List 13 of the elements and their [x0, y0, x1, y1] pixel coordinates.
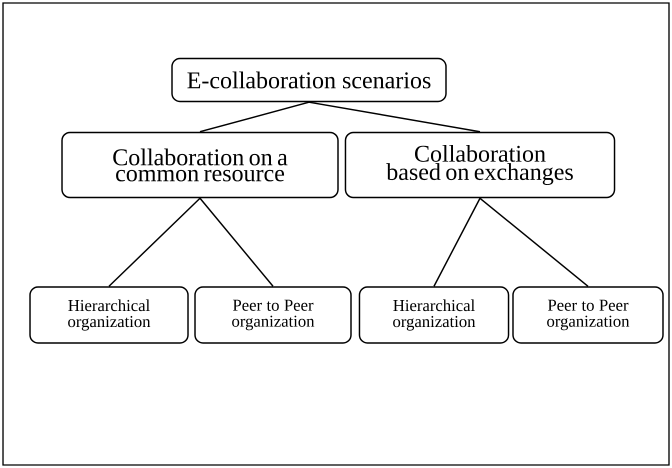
text-box: Peer to Peer organization	[194, 286, 352, 344]
text-box: Hierarchical organization	[29, 286, 189, 344]
text-box: E-collaboration scenarios	[171, 58, 447, 102]
connector-line	[308, 101, 480, 132]
connector-line	[433, 198, 481, 287]
text-box: Peer to Peer organization	[512, 286, 664, 344]
text-box: Collaboration on a common resource	[61, 132, 339, 198]
connector-line	[480, 198, 588, 287]
connector-line	[108, 198, 201, 287]
connector-line	[200, 101, 310, 132]
connector-line	[199, 198, 274, 287]
text-box: Hierarchical organization	[358, 286, 510, 344]
text-box: Collaboration based on exchanges	[344, 132, 616, 198]
